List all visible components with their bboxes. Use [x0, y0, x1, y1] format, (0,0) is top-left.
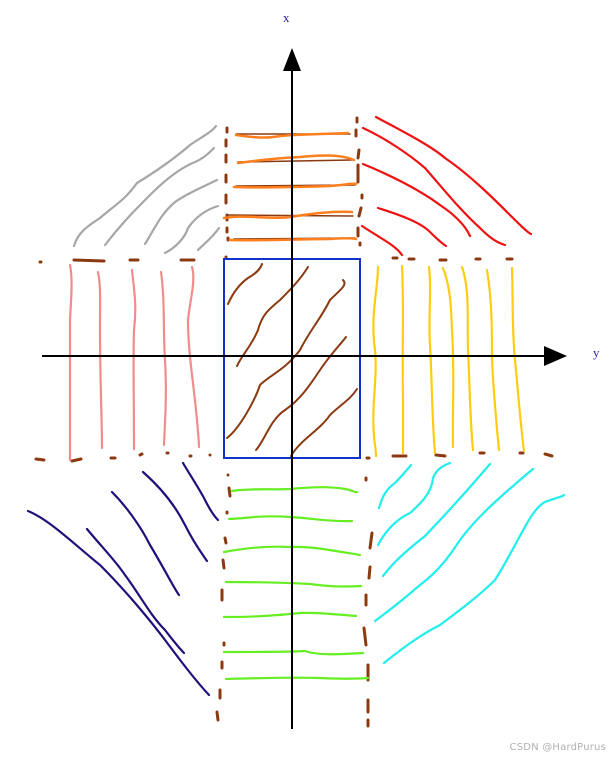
region-bottom-right-strokes	[373, 461, 566, 665]
x-axis	[283, 48, 301, 729]
y-axis-arrow-icon	[544, 346, 567, 366]
y-axis-label: y	[593, 345, 600, 360]
x-axis-label: x	[283, 10, 290, 25]
y-axis	[42, 346, 567, 366]
region-boundaries	[34, 116, 554, 728]
region-top-right-strokes	[360, 115, 533, 257]
watermark: CSDN @HardPurus	[509, 742, 606, 753]
region-top-left-strokes	[72, 124, 221, 255]
region-middle-left-strokes	[68, 263, 201, 462]
region-bottom-center-strokes	[222, 486, 370, 681]
region-middle-right-strokes	[372, 264, 526, 458]
region-bottom-left-strokes	[26, 461, 220, 697]
region-center-strokes	[226, 263, 358, 457]
region-top-center-strokes	[222, 131, 358, 242]
x-axis-arrow-icon	[283, 48, 301, 71]
